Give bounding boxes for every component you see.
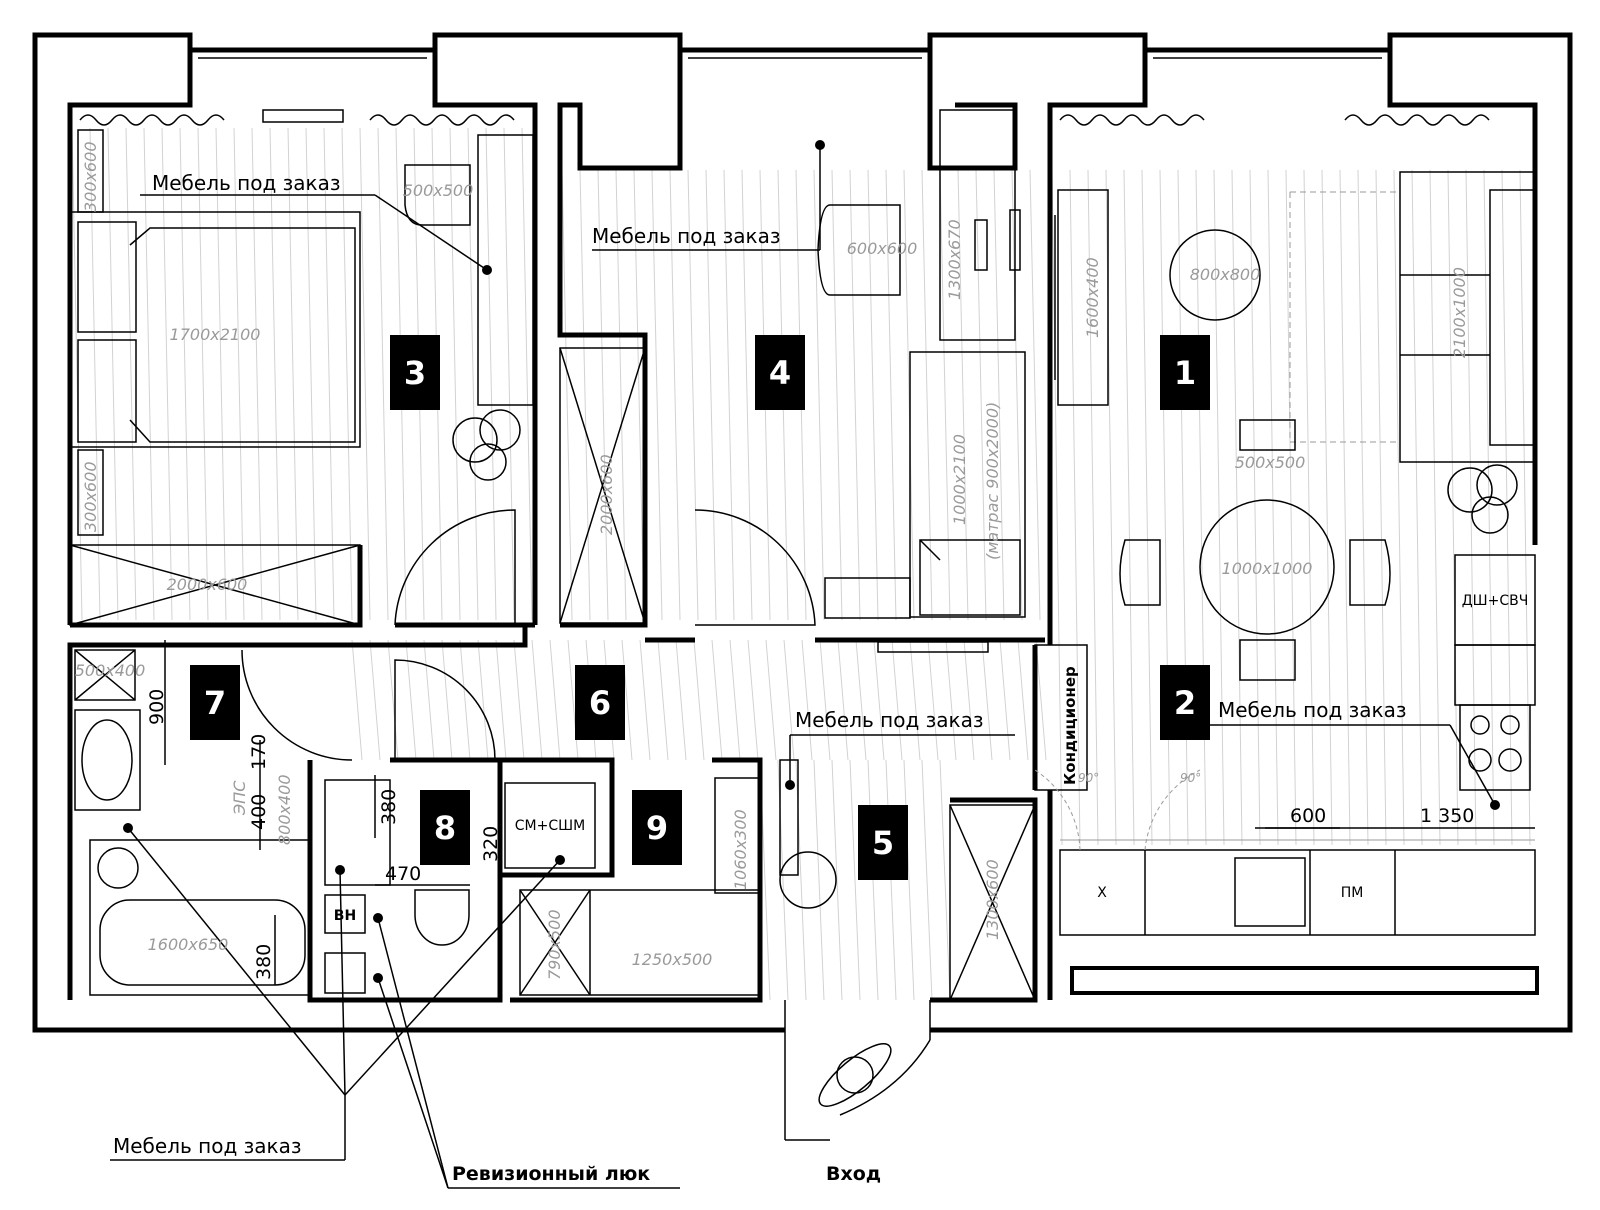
- door-swings: [241, 509, 1201, 1116]
- room-number-9: 9: [646, 809, 668, 847]
- dim-bedroom-shelf-bottom: 300х600: [81, 461, 100, 532]
- living-room-furniture: [1054, 171, 1536, 681]
- room-number-2: 2: [1174, 684, 1196, 722]
- fridge-label: Х: [1097, 885, 1107, 901]
- room-number-7: 7: [204, 684, 226, 722]
- dim-170: 170: [248, 734, 270, 770]
- riser-label: ЭПС: [230, 780, 249, 816]
- dim-600: 600: [1290, 805, 1326, 827]
- air-conditioner-label: Кондиционер: [1061, 666, 1079, 785]
- room-number-5: 5: [872, 824, 894, 862]
- dim-sink-bath: 500х400: [75, 661, 146, 680]
- dim-bathtub: 1600х650: [148, 935, 229, 954]
- dim-wardrobe-bedroom: 2000х600: [167, 575, 248, 594]
- dim-bed: 1700х2100: [170, 325, 261, 344]
- room-number-4: 4: [769, 354, 791, 392]
- dimension-labels: 1700х2100 2000х600 300х600 300х600 500х5…: [75, 141, 1475, 980]
- room-badges: 3 4 1 2 5 6 7 8 9: [190, 335, 1210, 880]
- custom-furniture-label-hall: Мебель под заказ: [795, 708, 984, 732]
- washer-dryer-label: СМ+СШМ: [515, 818, 585, 834]
- kitchen: [1059, 554, 1539, 995]
- dim-bath-cabinet: 800х400: [275, 774, 294, 845]
- dim-400: 400: [248, 794, 270, 830]
- dim-320: 320: [480, 826, 502, 862]
- dim-kids-desk: 1300х670: [945, 219, 964, 300]
- dishwasher-label: ПМ: [1341, 885, 1364, 901]
- inspection-hatch-label: Ревизионный люк: [452, 1163, 650, 1185]
- dim-bedroom-chair: 500х500: [403, 181, 474, 200]
- dim-coffee-table: 800х800: [1190, 265, 1261, 284]
- dim-tv-unit: 1600х400: [1083, 257, 1102, 338]
- entrance-label: Вход: [826, 1163, 881, 1185]
- storage-and-hall: [519, 641, 1088, 1141]
- dim-hall-wardrobe: 1300х600: [983, 859, 1002, 940]
- bedroom-furniture: [69, 129, 534, 626]
- custom-furniture-label-bath: Мебель под заказ: [113, 1134, 302, 1158]
- dimension-lines: [164, 640, 1340, 985]
- custom-furniture-label-kids: Мебель под заказ: [592, 224, 781, 248]
- dim-sofa: 2100х1000: [1450, 267, 1469, 358]
- custom-furniture-label-bedroom: Мебель под заказ: [152, 171, 341, 195]
- dim-dining-chair: 500х500: [1235, 453, 1306, 472]
- leader-lines: [110, 140, 1500, 1189]
- dim-470: 470: [385, 863, 421, 885]
- curtains: [79, 109, 1490, 126]
- dim-bedroom-shelf-top: 300х600: [81, 141, 100, 212]
- bathroom: [74, 649, 596, 996]
- dim-kids-bed: 1000х2100: [950, 434, 969, 525]
- angle-left: 90°: [1078, 771, 1099, 785]
- room-number-3: 3: [404, 354, 426, 392]
- labels: Мебель под заказ Мебель под заказ Мебель…: [113, 171, 1528, 1185]
- mattress-label: (матрас 900х2000): [983, 402, 1002, 560]
- dim-900: 900: [146, 689, 168, 725]
- kids-room-furniture: [559, 109, 1026, 624]
- dim-kids-wardrobe: 2000х600: [597, 454, 616, 535]
- angle-right: 90°: [1180, 771, 1201, 785]
- dim-dining-table: 1000х1000: [1222, 559, 1313, 578]
- dim-380-b: 380: [253, 944, 275, 980]
- room-number-8: 8: [434, 809, 456, 847]
- custom-furniture-label-kitchen: Мебель под заказ: [1218, 698, 1407, 722]
- dishwasher-microwave-label: ДШ+СВЧ: [1462, 593, 1529, 609]
- dim-380-a: 380: [378, 789, 400, 825]
- room-number-1: 1: [1174, 354, 1196, 392]
- room-number-6: 6: [589, 684, 611, 722]
- dim-kids-chair: 600х600: [847, 239, 918, 258]
- dim-storage-right: 1060х300: [731, 809, 750, 890]
- water-heater-label: ВН: [334, 908, 356, 924]
- dim-storage-bottom: 1250х500: [632, 950, 713, 969]
- dim-1350: 1 350: [1420, 805, 1474, 827]
- dim-storage-left: 790х500: [545, 909, 564, 980]
